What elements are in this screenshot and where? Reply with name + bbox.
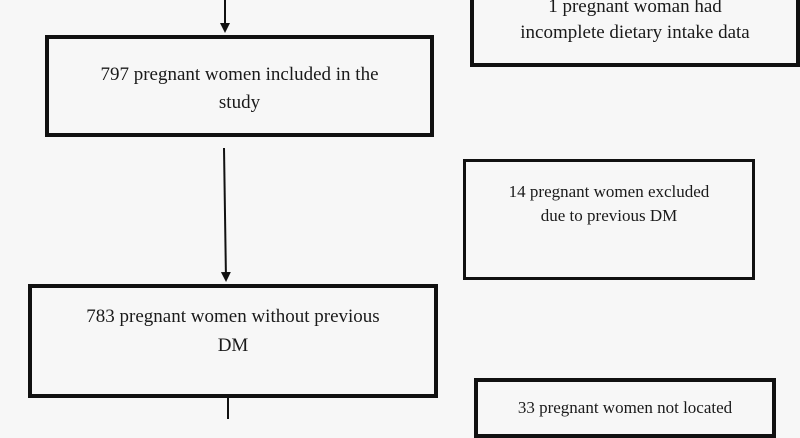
box-without-previous-dm-line-1: 783 pregnant women without previous <box>86 306 380 327</box>
box-included-study-line-1: 797 pregnant women included in the <box>100 64 379 85</box>
arrow-included-to-without-dm <box>220 147 231 282</box>
box-incomplete-dietary-line-1: 1 pregnant woman had <box>548 0 722 17</box>
box-excluded-previous-dm-line-1: 14 pregnant women excluded <box>508 182 710 201</box>
box-included-study: 797 pregnant women included in the study <box>45 35 434 137</box>
box-without-previous-dm: 783 pregnant women without previous DM <box>28 284 438 398</box>
box-without-previous-dm-line-2: DM <box>217 335 249 356</box>
box-not-located: 33 pregnant women not located <box>474 378 776 438</box>
box-excluded-previous-dm-line-2: due to previous DM <box>540 206 678 225</box>
box-incomplete-dietary-line-2: incomplete dietary intake data <box>520 22 750 43</box>
box-incomplete-dietary: 1 pregnant woman had incomplete dietary … <box>470 0 800 67</box>
box-excluded-previous-dm: 14 pregnant women excluded due to previo… <box>463 159 755 280</box>
box-included-study-line-2: study <box>218 92 261 113</box>
box-not-located-line-1: 33 pregnant women not located <box>517 398 733 417</box>
